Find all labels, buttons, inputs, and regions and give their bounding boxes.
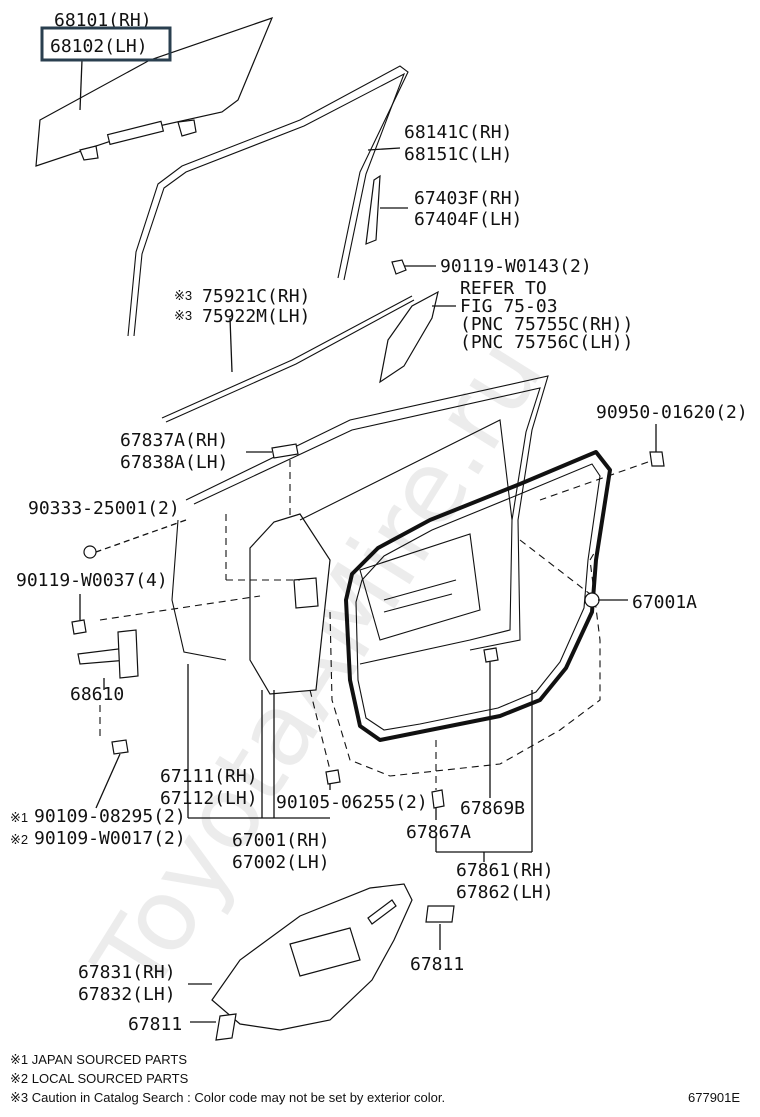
label-film-rh[interactable]: 67831(RH) [78, 962, 176, 983]
label-bolt-w0017-prefix: ※2 [10, 832, 28, 847]
hole-cover-drawing [211, 883, 413, 1031]
label-tape-b[interactable]: 67811 [128, 1014, 182, 1035]
label-clip-09501[interactable]: 90950-01620(2) [596, 402, 748, 423]
door-checker-drawing [77, 629, 139, 679]
label-belt-prefix-1: ※3 [174, 288, 192, 303]
tape-a-drawing [425, 905, 455, 923]
label-bolt-08295-prefix: ※1 [10, 810, 28, 825]
leader-lines [79, 59, 657, 1023]
seal-869-drawing [483, 647, 499, 663]
label-check-lh[interactable]: 67838A(LH) [120, 452, 228, 473]
label-highlight-box [40, 26, 172, 62]
label-hinge-lh[interactable]: 67112(LH) [160, 788, 258, 809]
label-glass-rh[interactable]: 68101(RH) [54, 10, 152, 31]
label-run-lh[interactable]: 68151C(LH) [404, 144, 512, 165]
figure-code: 677901E [688, 1090, 740, 1105]
label-film-lh[interactable]: 67832(LH) [78, 984, 176, 1005]
label-seal-lh[interactable]: 67862(LH) [456, 882, 554, 903]
frame-cover-drawing [365, 174, 381, 245]
label-glass-lh[interactable]: 68102(LH) [50, 36, 148, 57]
bolt-w0143-drawing [391, 259, 407, 275]
footnote-2: ※2 LOCAL SOURCED PARTS [10, 1071, 189, 1086]
door-panel-drawing [171, 375, 549, 695]
belt-moulding-drawing [161, 295, 415, 423]
footnotes: ※1 JAPAN SOURCED PARTS ※2 LOCAL SOURCED … [10, 1052, 740, 1105]
label-cover-rh[interactable]: 67403F(RH) [414, 188, 522, 209]
bolt-08295-drawing [111, 739, 129, 755]
label-belt-lh[interactable]: 75922M(LH) [202, 306, 310, 327]
refer-line-3[interactable]: (PNC 75755C(RH)) [460, 314, 633, 335]
grommet-drawing [584, 592, 600, 608]
label-belt-rh[interactable]: 75921C(RH) [202, 286, 310, 307]
label-cover-lh[interactable]: 67404F(LH) [414, 209, 522, 230]
clip-867-drawing [431, 789, 445, 809]
door-glass-drawing [35, 16, 274, 167]
label-bolt-w0017[interactable]: 90109-W0017(2) [34, 828, 186, 849]
weatherstrip-drawing [344, 450, 612, 742]
label-door-rh[interactable]: 67001(RH) [232, 830, 330, 851]
weatherstrip-inner [355, 463, 601, 731]
label-bolt-w0143[interactable]: 90119-W0143(2) [440, 256, 592, 277]
glass-run-drawing [127, 65, 409, 337]
label-clip-867[interactable]: 67867A [406, 822, 471, 843]
plug-drawing [83, 545, 97, 559]
footnote-3: ※3 Caution in Catalog Search : Color cod… [10, 1090, 445, 1105]
label-check-rh[interactable]: 67837A(RH) [120, 430, 228, 451]
refer-line-4[interactable]: (PNC 75756C(LH)) [460, 332, 633, 353]
label-door-lh[interactable]: 67002(LH) [232, 852, 330, 873]
label-checker[interactable]: 68610 [70, 684, 124, 705]
tape-b-drawing [215, 1013, 237, 1041]
label-plug-333[interactable]: 90333-25001(2) [28, 498, 180, 519]
label-seal-rh[interactable]: 67861(RH) [456, 860, 554, 881]
check-arm-drawing [271, 443, 299, 459]
label-run-rh[interactable]: 68141C(RH) [404, 122, 512, 143]
refer-line-2[interactable]: FIG 75-03 [460, 296, 558, 317]
label-belt-prefix-2: ※3 [174, 308, 192, 323]
label-bolt-w0037[interactable]: 90119-W0037(4) [16, 570, 168, 591]
inner-trim-outline [329, 539, 603, 777]
label-seal-869[interactable]: 67869B [460, 798, 525, 819]
clip-09501-drawing [649, 451, 665, 467]
label-bolt-08295[interactable]: 90109-08295(2) [34, 806, 186, 827]
refer-line-1: REFER TO [460, 278, 547, 299]
label-tape-a[interactable]: 67811 [410, 954, 464, 975]
label-hinge-rh[interactable]: 67111(RH) [160, 766, 258, 787]
bolt-w0037-drawing [71, 619, 87, 635]
label-weatherstrip[interactable]: 67001A [632, 592, 697, 613]
footnote-1: ※1 JAPAN SOURCED PARTS [10, 1052, 187, 1067]
bolt-06255-drawing [325, 769, 341, 785]
delta-cover-drawing [379, 290, 439, 384]
part-labels: 68101(RH) 68102(LH) 68141C(RH) 68151C(LH… [10, 10, 748, 1035]
label-bolt-06255[interactable]: 90105-06255(2) [276, 792, 428, 813]
